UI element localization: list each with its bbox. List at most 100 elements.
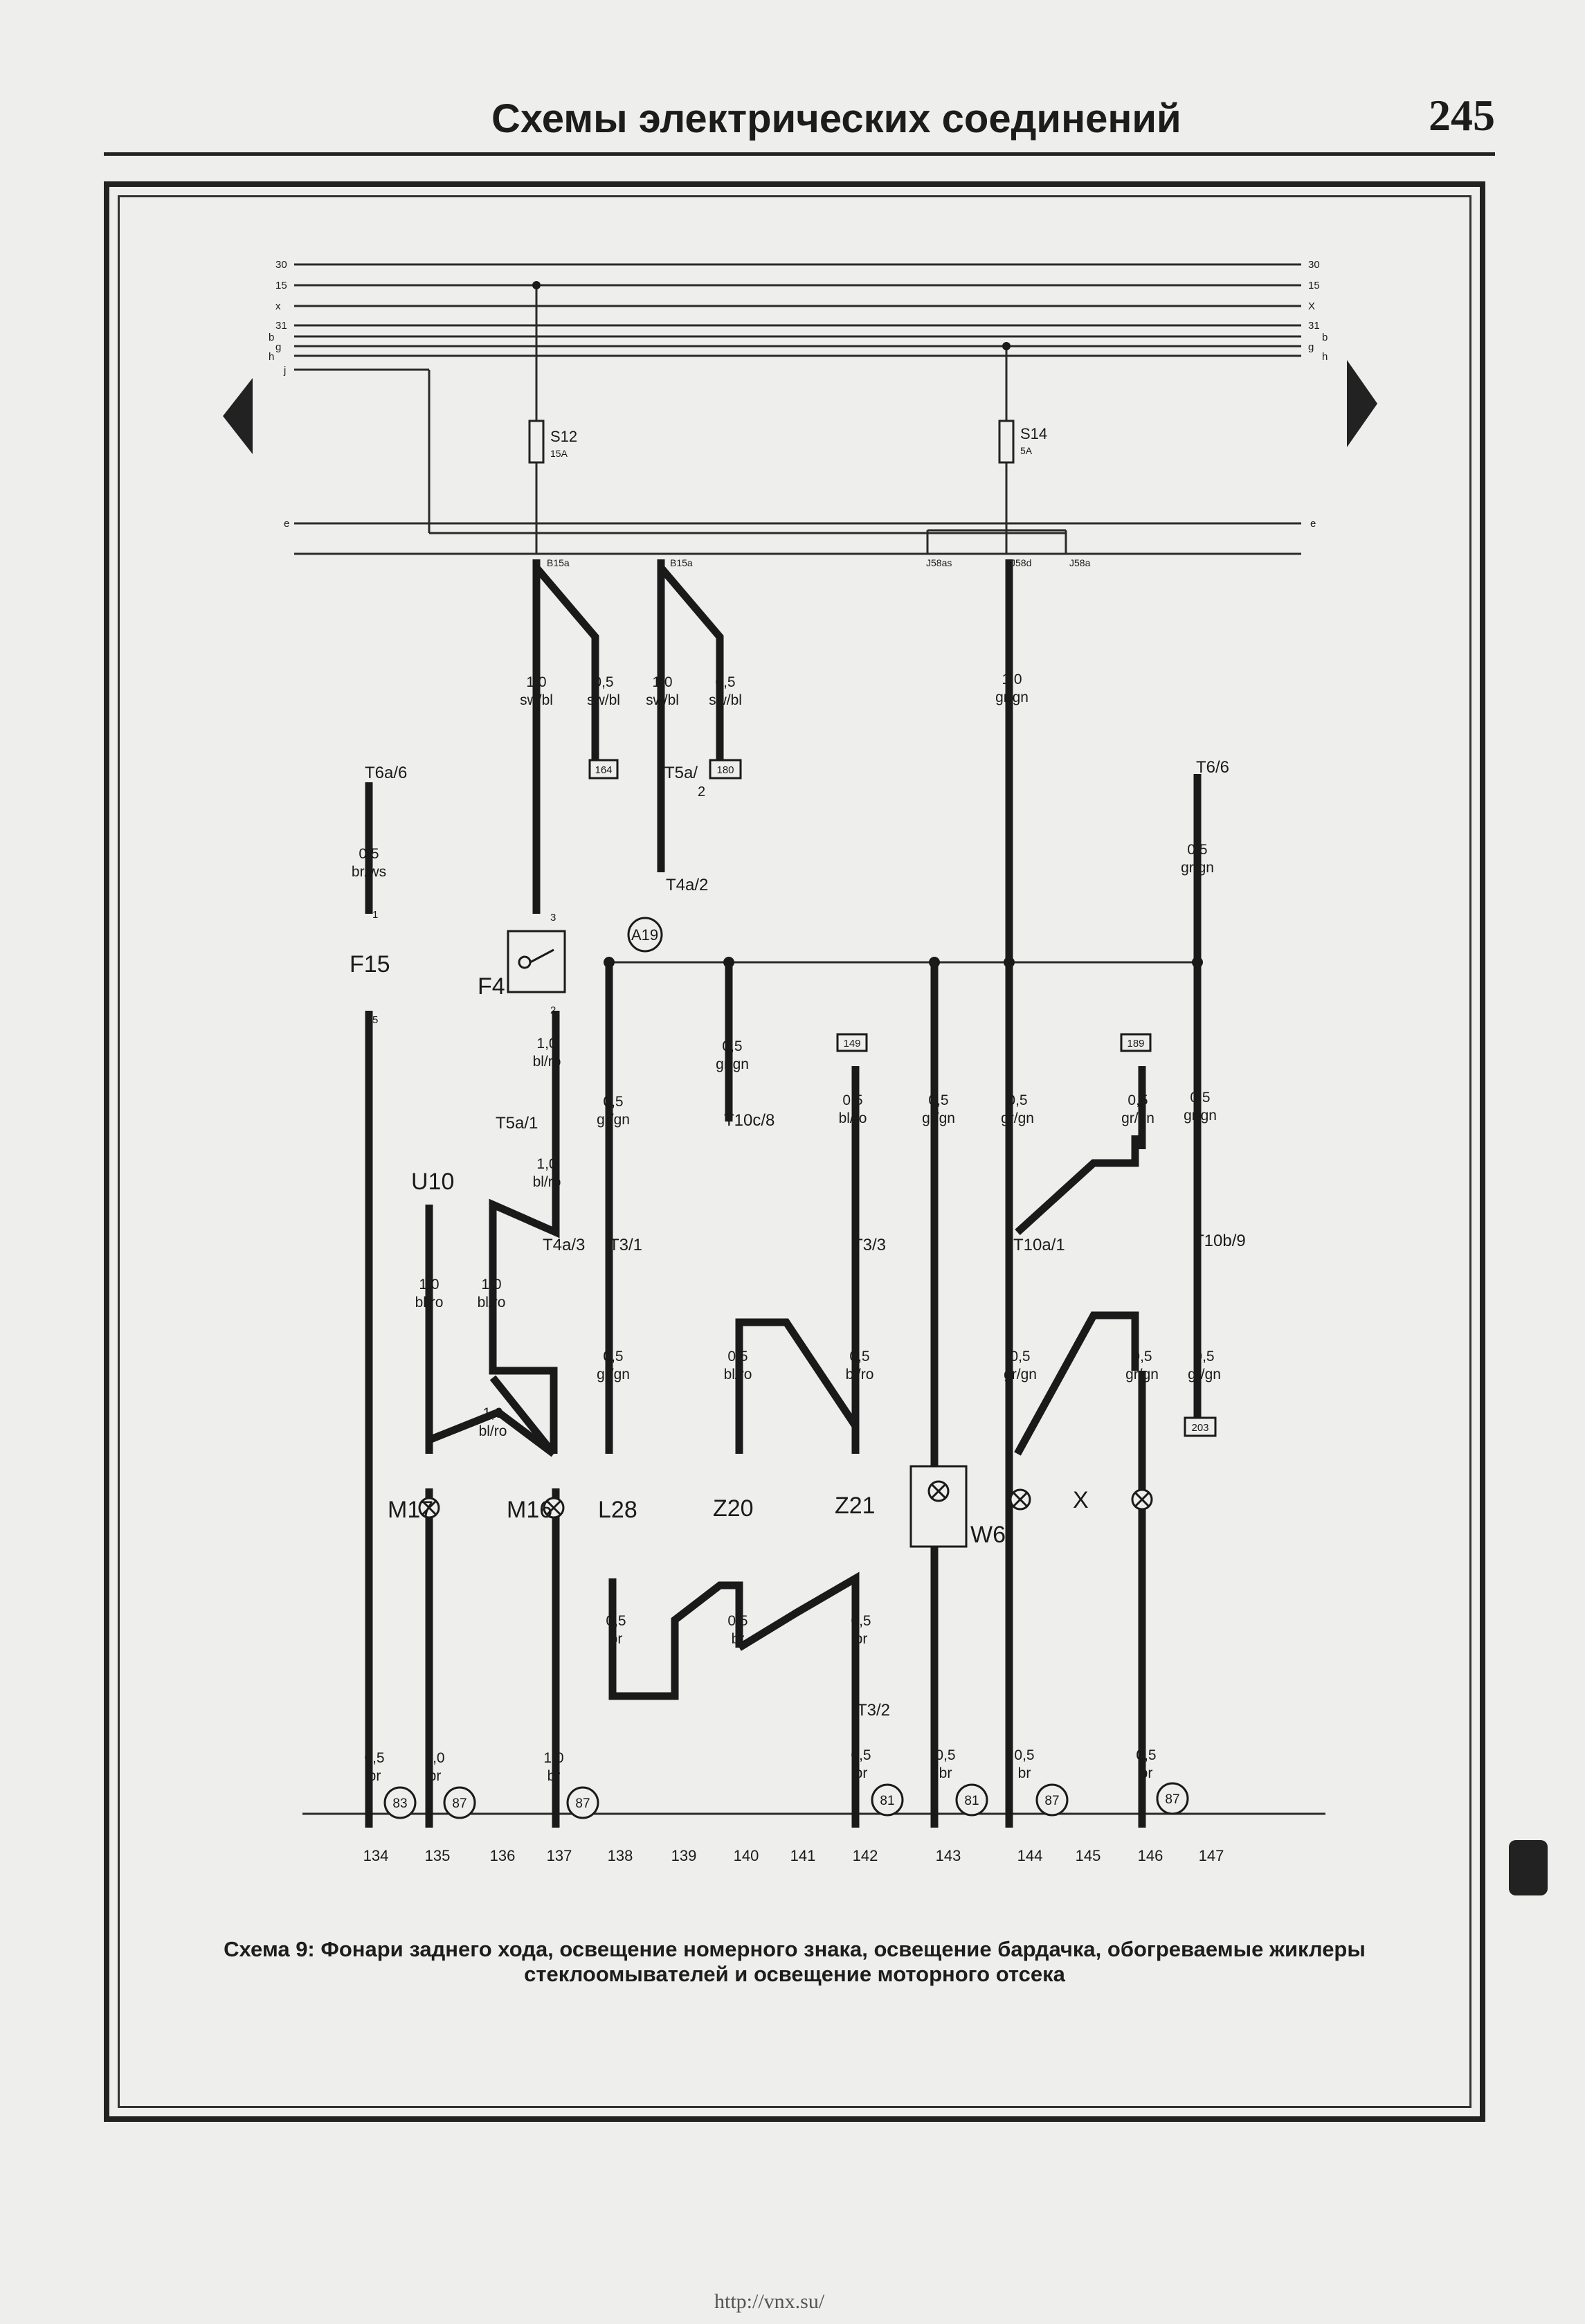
- bus-label-left: 30: [275, 259, 287, 271]
- wire-color-label: gr/gn: [1188, 1367, 1221, 1382]
- ground-ref-label: 87: [575, 1796, 590, 1811]
- bus-e-label: e: [284, 518, 289, 530]
- bus-labels-left: 30 15 x 31 b g h j: [269, 259, 287, 377]
- diagram-frame-inner: [118, 195, 1471, 2108]
- wire-color-label: gr/gn: [1125, 1367, 1159, 1382]
- page-title: Схемы электрических соединений: [491, 96, 1181, 141]
- wire-gauge-label: 0,5: [1014, 1747, 1034, 1763]
- column-number: 143: [936, 1847, 961, 1864]
- reference-box-label: 164: [595, 764, 612, 776]
- ground-ref-label: 87: [452, 1796, 467, 1811]
- connector-label: T10c/8: [724, 1111, 775, 1130]
- wire-gauge-label: 0,5: [851, 1747, 871, 1763]
- junction-dot: [1002, 342, 1011, 350]
- connector-label: T10b/9: [1194, 1232, 1246, 1250]
- junction-dot: [929, 957, 940, 968]
- relay-terminal-label: B15a: [547, 557, 570, 568]
- bus-label-left: b: [269, 332, 274, 343]
- wire-gauge-label: 1,0: [536, 1036, 556, 1052]
- wire-gauge-label: 1,0: [482, 1405, 502, 1421]
- wire-gauge-label: 0,5: [1190, 1090, 1210, 1106]
- wire-gauge-label: 1,0: [419, 1277, 439, 1292]
- column-number: 137: [547, 1847, 572, 1864]
- wire-gauge-label: 0,5: [1187, 842, 1207, 858]
- column-number: 140: [734, 1847, 759, 1864]
- diagram-frame-outer: [104, 181, 1485, 2122]
- pin-label: 5: [372, 1014, 378, 1026]
- wire-color-label: gr/gn: [597, 1367, 630, 1382]
- wire-gauge-label: 1,0: [424, 1750, 444, 1766]
- relay-terminal-label: B15a: [670, 557, 693, 568]
- wire-gauge-label: 0,5: [727, 1613, 748, 1629]
- junction-dot: [604, 957, 615, 968]
- wire-color-label: br: [428, 1768, 442, 1784]
- wire-color-label: bl/ro: [533, 1054, 561, 1070]
- wire-color-label: bl/ro: [846, 1367, 874, 1382]
- bus-e-label: e: [1310, 518, 1316, 530]
- component-label: Z20: [713, 1495, 754, 1522]
- bus-label-right: X: [1308, 300, 1315, 312]
- column-number: 142: [853, 1847, 878, 1864]
- connector-label: T3/1: [609, 1236, 642, 1254]
- junction-dot: [723, 957, 734, 968]
- pin-label: 3: [550, 912, 556, 924]
- wire-color-label: br: [732, 1631, 745, 1647]
- bus-label-right: g: [1308, 341, 1314, 353]
- fuse-s12-icon: [528, 420, 545, 464]
- wire-color-label: br: [610, 1631, 623, 1647]
- wire-color-label: sw/bl: [709, 692, 742, 708]
- bus-label-right: 30: [1308, 259, 1320, 271]
- ground-ref-label: 81: [880, 1794, 894, 1808]
- relay-terminal-label: J58a: [1069, 557, 1091, 568]
- wire-gauge-label: 0,5: [1127, 1092, 1148, 1108]
- prev-sheet-arrow-icon[interactable]: [223, 378, 253, 454]
- component-label: M16: [507, 1497, 552, 1523]
- caption-line-1: Схема 9: Фонари заднего хода, освещение …: [224, 1937, 1366, 1961]
- component-label: X: [1073, 1487, 1089, 1513]
- relay-terminal-label: J58as: [926, 557, 952, 568]
- wire-gauge-label: 0,5: [1010, 1349, 1030, 1364]
- connector-label: T3/3: [853, 1236, 886, 1254]
- bus-labels-right: 30 15 X 31 b g h: [1308, 259, 1328, 363]
- wire-gauge-label: 0,5: [851, 1613, 871, 1629]
- wire-color-label: sw/bl: [646, 692, 679, 708]
- wire-color-label: bl/ro: [839, 1110, 867, 1126]
- junction-dot: [1004, 957, 1015, 968]
- ground-ref-label: 87: [1165, 1792, 1179, 1807]
- wire-gauge-label: 1,0: [543, 1750, 563, 1766]
- bus-label-right: b: [1322, 332, 1328, 343]
- wire-gauge-label: 0,5: [603, 1349, 623, 1364]
- component-label: L28: [598, 1497, 637, 1523]
- bus-lines: [294, 263, 1325, 1815]
- component-labels: F15 F4 U10 M17 M16 L28 Z20 Z21 W6 X: [350, 951, 1089, 1548]
- lamp-crosses: [421, 1483, 1150, 1516]
- wire-color-label: gr/gn: [597, 1112, 630, 1128]
- wire-color-label: gr/gn: [1181, 860, 1214, 876]
- wire-color-label: gr/gn: [1121, 1110, 1154, 1126]
- footer-url[interactable]: http://vnx.su/: [714, 2290, 825, 2313]
- bus-label-left: 31: [275, 320, 287, 332]
- wire-gauge-label: 1,0: [536, 1156, 556, 1172]
- wire-color-label: gr/gn: [1001, 1110, 1034, 1126]
- connector-label: 2: [698, 784, 705, 800]
- connector-label: T6a/6: [365, 764, 407, 782]
- bus-label-left: j: [283, 365, 286, 377]
- wire-gauge-label: 1,0: [1002, 672, 1022, 687]
- next-sheet-arrow-icon[interactable]: [1347, 360, 1377, 447]
- caption-line-2: стеклоомывателей и освещение моторного о…: [524, 1962, 1065, 1986]
- reference-box-labels: 164 180 149 189 203: [595, 764, 1208, 1434]
- column-number: 138: [608, 1847, 633, 1864]
- page-header: Схемы электрических соединений 245: [104, 83, 1495, 156]
- junction-dot: [1192, 957, 1203, 968]
- wire-color-label: br: [1140, 1765, 1153, 1781]
- column-number: 139: [671, 1847, 697, 1864]
- wire-paths: [365, 559, 1202, 1828]
- diagram-caption: Схема 9: Фонари заднего хода, освещение …: [118, 1937, 1471, 1987]
- connector-labels: T6a/6 T5a/ 2 T4a/2 T6/6 T5a/1 T10c/8 T4a…: [365, 758, 1246, 1720]
- wire-color-label: gr/gn: [922, 1110, 955, 1126]
- bus-label-left: x: [275, 300, 281, 312]
- reference-box-label: 203: [1191, 1422, 1208, 1434]
- wire-color-label: gr/gn: [995, 690, 1029, 705]
- junction-label: A19: [631, 926, 658, 944]
- connector-label: T4a/3: [543, 1236, 585, 1254]
